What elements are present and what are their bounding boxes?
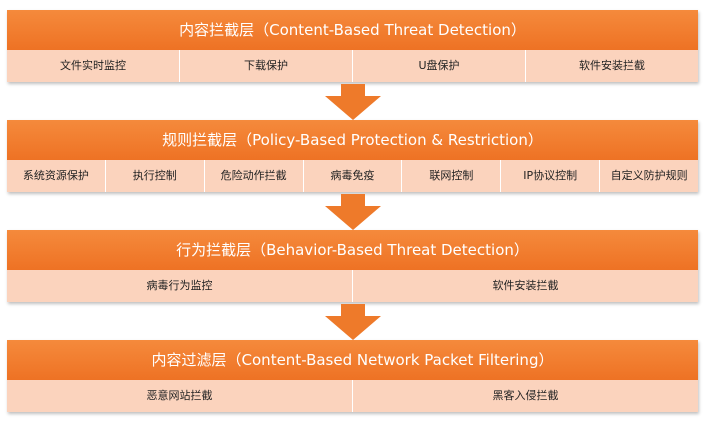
arrow-down-icon: [325, 194, 381, 230]
layer-title: 行为拦截层（Behavior-Based Threat Detection）: [7, 230, 698, 270]
arrow-down-icon: [325, 84, 381, 120]
layer-item: 文件实时监控: [60, 59, 126, 72]
layer-item: 黑客入侵拦截: [352, 380, 698, 412]
layer-title: 内容拦截层（Content-Based Threat Detection）: [7, 10, 698, 50]
layer-title: 内容过滤层（Content-Based Network Packet Filte…: [7, 340, 698, 380]
layer-item: 系统资源保护: [22, 169, 89, 182]
layer-item: 下载保护: [179, 50, 352, 82]
layer-item: 病毒免疫: [302, 160, 402, 192]
layer-item: 恶意网站拦截: [146, 389, 213, 402]
layer-item: 危险动作拦截: [203, 160, 303, 192]
arrow-down-icon: [325, 304, 381, 340]
layer-items: 系统资源保护 执行控制 危险动作拦截 病毒免疫 联网控制 IP协议控制 自定义防…: [7, 160, 698, 192]
layer-title: 规则拦截层（Policy-Based Protection & Restrict…: [7, 120, 698, 160]
layer-item: 自定义防护规则: [599, 160, 698, 192]
layer-item: 软件安装拦截: [352, 270, 698, 302]
layer-item: IP协议控制: [500, 160, 599, 192]
layer-packet-filtering: 内容过滤层（Content-Based Network Packet Filte…: [7, 340, 698, 412]
layer-item: 执行控制: [104, 160, 204, 192]
layer-items: 病毒行为监控 软件安装拦截: [7, 270, 698, 302]
layer-item: 软件安装拦截: [525, 50, 698, 82]
layer-item: 联网控制: [401, 160, 500, 192]
layer-policy-protection: 规则拦截层（Policy-Based Protection & Restrict…: [7, 120, 698, 192]
layer-behavior-detection: 行为拦截层（Behavior-Based Threat Detection） 病…: [7, 230, 698, 302]
layer-content-threat-detection: 内容拦截层（Content-Based Threat Detection） 文件…: [7, 10, 698, 82]
layer-items: 文件实时监控 下载保护 U盘保护 软件安装拦截: [7, 50, 698, 82]
layer-items: 恶意网站拦截 黑客入侵拦截: [7, 380, 698, 412]
layer-item: 病毒行为监控: [146, 279, 213, 292]
layer-item: U盘保护: [352, 50, 525, 82]
